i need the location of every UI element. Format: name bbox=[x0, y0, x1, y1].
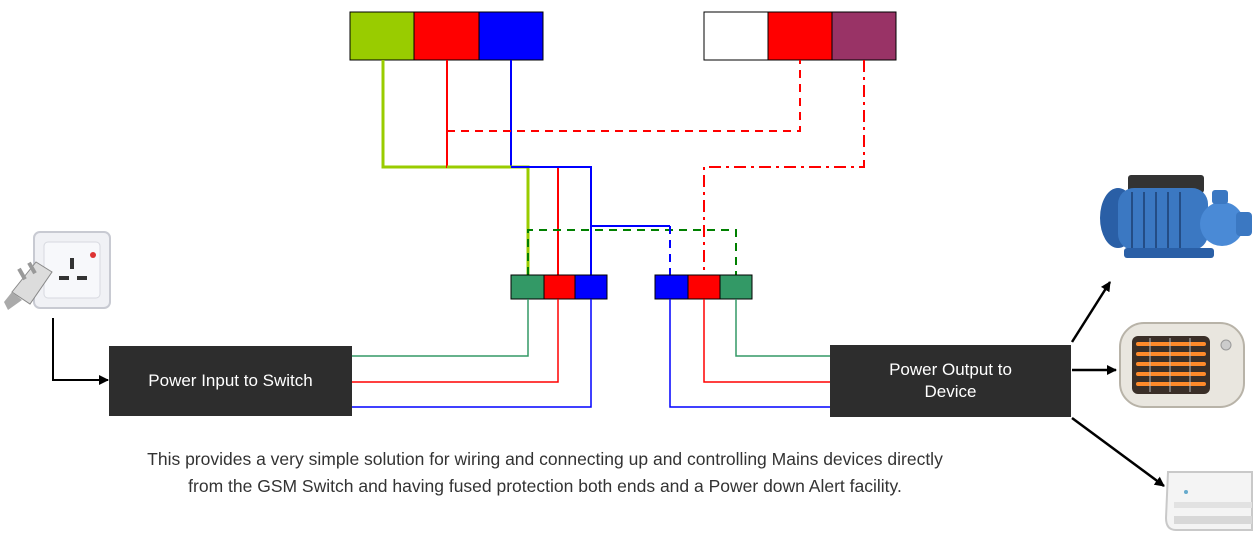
blank-terminal-block bbox=[703, 11, 769, 61]
alert-terminal-block bbox=[831, 11, 897, 61]
power-output-label-line1: Power Output to bbox=[889, 360, 1012, 379]
output-live-wire bbox=[703, 299, 830, 383]
input-earth-wire bbox=[352, 299, 529, 357]
output-neutral-wire bbox=[669, 299, 830, 408]
heater-icon bbox=[1119, 322, 1245, 408]
power-input-label: Power Input to Switch bbox=[148, 371, 313, 390]
live-wire bbox=[446, 60, 511, 168]
neutral-terminal-block bbox=[478, 11, 544, 61]
socket-to-input-arrow bbox=[52, 318, 109, 385]
device-arrows bbox=[1070, 281, 1165, 488]
live-wire-down bbox=[511, 166, 559, 275]
arrow-to-aircon bbox=[1071, 416, 1165, 488]
power-output-box: Power Output to Device bbox=[830, 345, 1071, 417]
supply-wires bbox=[381, 60, 670, 275]
earth-wire-down bbox=[447, 165, 530, 275]
water-pump-icon bbox=[1100, 175, 1252, 258]
neutral-wire-down bbox=[511, 166, 592, 275]
input-live-wire bbox=[352, 299, 559, 383]
terminal-neutral-left bbox=[574, 274, 608, 300]
live-terminal-block bbox=[413, 11, 480, 61]
terminal-earth-left bbox=[510, 274, 545, 300]
switch-terminals-right bbox=[654, 274, 753, 300]
description-caption: This provides a very simple solution for… bbox=[40, 446, 1050, 500]
output-wires bbox=[669, 299, 830, 408]
terminal-neutral-right bbox=[654, 274, 689, 300]
caption-line-2: from the GSM Switch and having fused pro… bbox=[188, 476, 902, 496]
top-right-connector bbox=[703, 11, 897, 61]
input-neutral-wire bbox=[352, 299, 592, 408]
live-link-dashed bbox=[447, 60, 801, 132]
output-earth-wire bbox=[735, 299, 830, 357]
alert-link-dashdot bbox=[703, 60, 865, 275]
power-output-label-line2: Device bbox=[924, 382, 977, 401]
input-wires bbox=[352, 299, 592, 408]
dashed-wires bbox=[447, 60, 865, 275]
live-terminal-block-right bbox=[767, 11, 833, 61]
caption-line-1: This provides a very simple solution for… bbox=[147, 449, 943, 469]
arrow-to-pump bbox=[1070, 281, 1112, 343]
earth-wire bbox=[381, 60, 447, 169]
top-left-connector bbox=[349, 11, 544, 61]
air-conditioner-icon bbox=[1164, 471, 1253, 531]
terminal-earth-right bbox=[719, 274, 753, 300]
terminal-live-right bbox=[687, 274, 721, 300]
terminal-live-left bbox=[543, 274, 576, 300]
switch-terminals-left bbox=[510, 274, 608, 300]
earth-terminal-block bbox=[349, 11, 415, 61]
uk-plug-socket-icon bbox=[4, 231, 111, 310]
power-input-box: Power Input to Switch bbox=[109, 346, 352, 416]
